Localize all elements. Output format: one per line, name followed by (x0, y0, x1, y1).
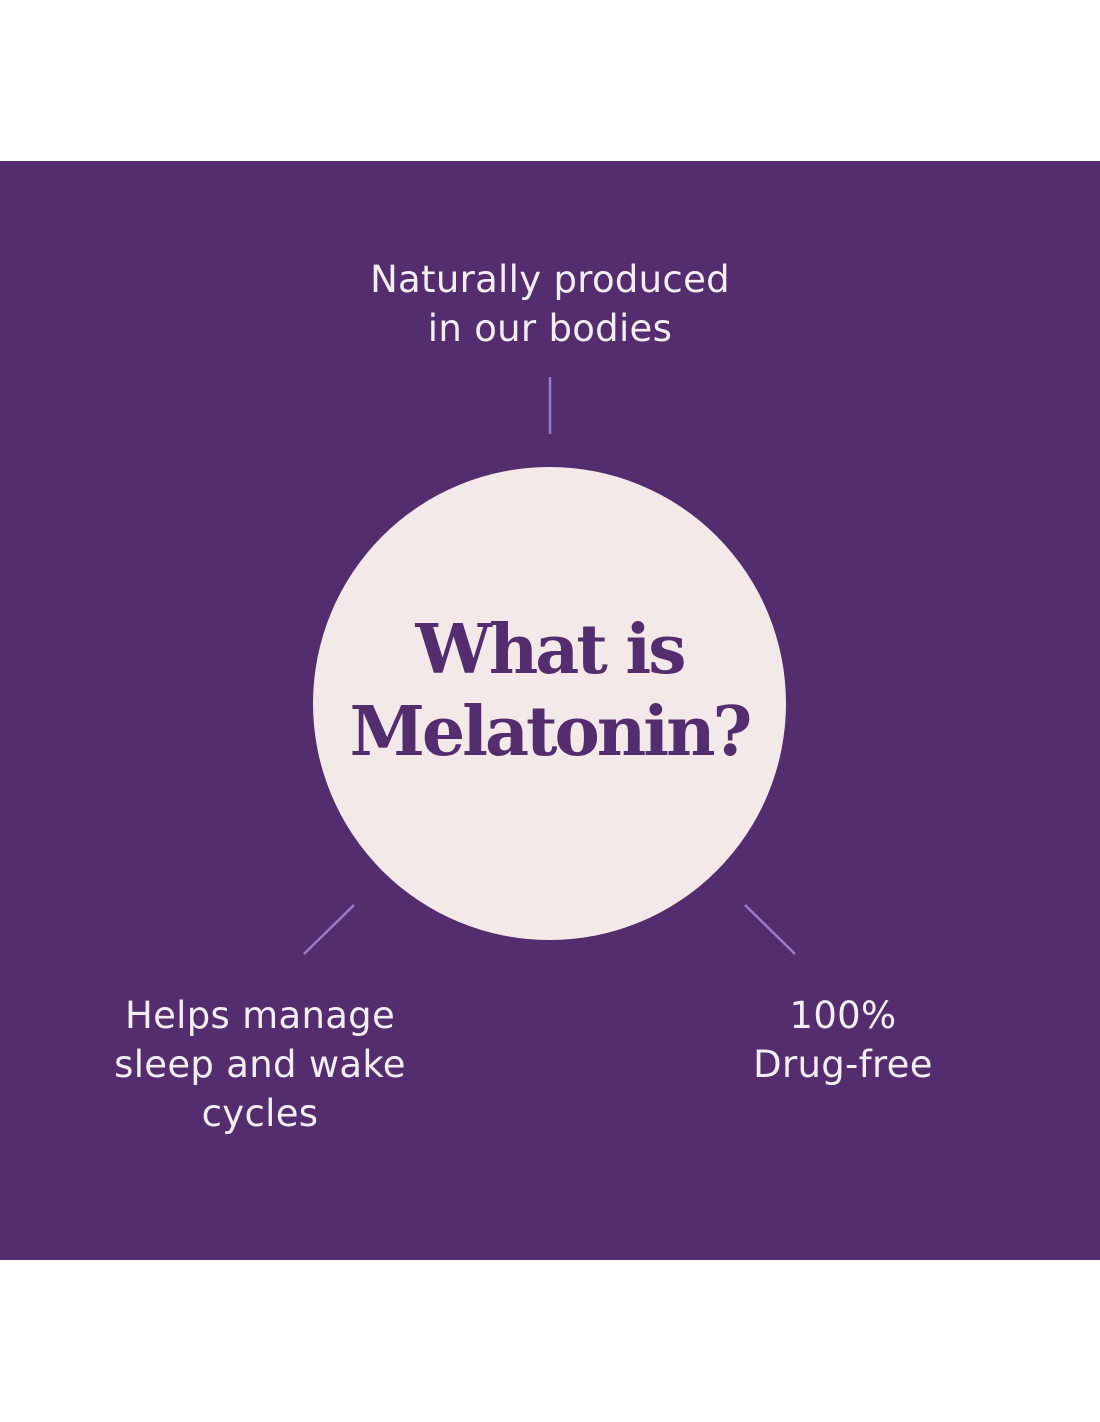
fact-left-line2: sleep and wake (114, 1043, 406, 1086)
fact-left-line3: cycles (201, 1092, 319, 1135)
fact-top-line1: Naturally produced (370, 258, 730, 301)
connector-lines (303, 377, 796, 955)
center-circle (313, 467, 786, 940)
fact-drug-free: 100% Drug-free (643, 991, 1043, 1089)
left-connector-line (303, 904, 355, 955)
fact-right-line2: Drug-free (753, 1043, 933, 1086)
fact-left-line1: Helps manage (124, 994, 396, 1037)
center-title: What is Melatonin? (313, 609, 786, 773)
right-connector-line (744, 904, 796, 955)
fact-right-line1: 100% (789, 994, 897, 1037)
fact-top-line2: in our bodies (427, 307, 673, 350)
center-title-line2: Melatonin? (349, 692, 753, 772)
fact-naturally-produced: Naturally produced in our bodies (300, 255, 800, 353)
infographic-panel: Naturally produced in our bodies What is… (0, 161, 1100, 1260)
center-title-line1: What is (415, 610, 686, 690)
fact-sleep-wake-cycles: Helps manage sleep and wake cycles (30, 991, 490, 1138)
